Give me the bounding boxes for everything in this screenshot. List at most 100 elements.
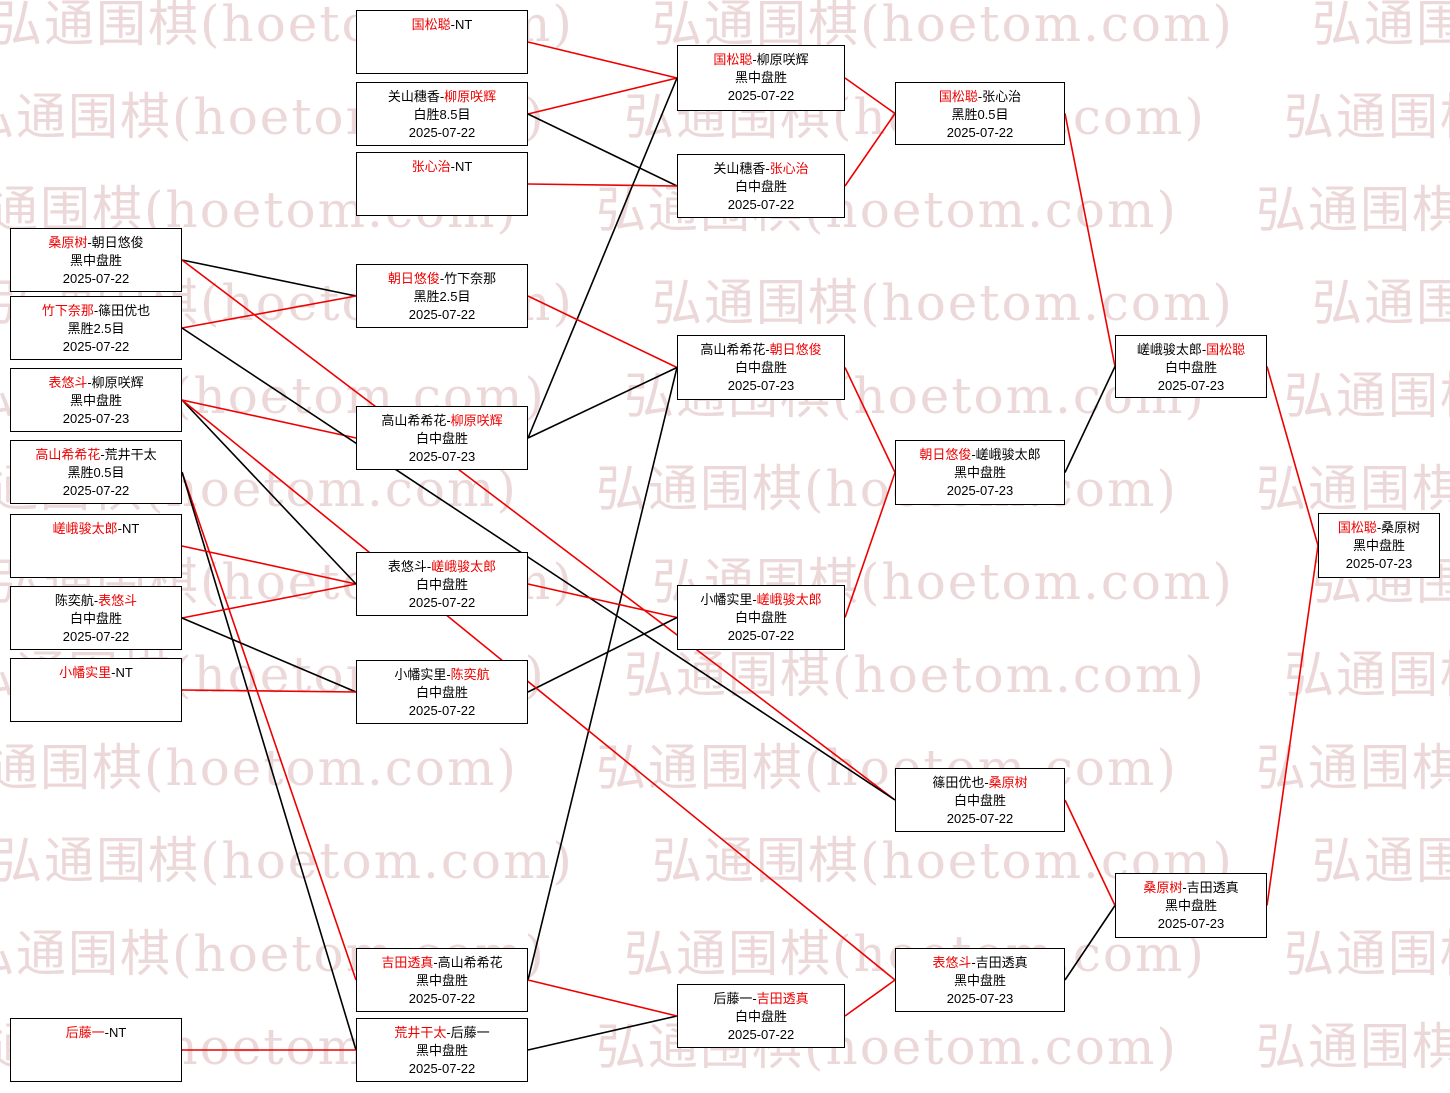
player-separator: -: [104, 1025, 109, 1040]
player-2-name: 张心治: [982, 89, 1022, 104]
player-1-name: 国松聪: [1337, 520, 1377, 535]
match-result: 白中盘胜: [69, 611, 122, 626]
match-date: 2025-07-23: [946, 991, 1014, 1006]
advance-line-C8-D3: [527, 367, 678, 981]
player-2-name: 桑原树: [1381, 520, 1421, 535]
player-2-name: 后藤一: [450, 1025, 490, 1040]
match-box-B7[interactable]: 小幡实里-NT: [10, 658, 182, 722]
match-box-C1[interactable]: 国松聪-NT: [356, 10, 528, 74]
player-separator: -: [446, 667, 451, 682]
player-separator: -: [93, 303, 99, 318]
player-separator: -: [984, 775, 989, 790]
match-result: 黑胜0.5目: [951, 107, 1009, 122]
player-2-name: NT: [115, 665, 133, 680]
player-2-name: 吉田透真: [756, 991, 809, 1006]
player-separator: -: [971, 447, 976, 462]
match-date: 2025-07-22: [408, 125, 476, 140]
player-separator: -: [752, 592, 757, 607]
match-players: 关山穗香-张心治: [678, 160, 844, 178]
player-2-name: 柳原咲辉: [450, 413, 503, 428]
advance-line-E4-F2: [1064, 905, 1116, 981]
player-separator: -: [752, 52, 757, 67]
match-date: 2025-07-22: [62, 483, 130, 498]
match-result: 白中盘胜: [1164, 360, 1217, 375]
player-separator: -: [450, 17, 455, 32]
advance-line-D5-E4: [844, 979, 896, 1017]
match-date: 2025-07-23: [62, 411, 130, 426]
player-separator: -: [93, 593, 99, 608]
advance-line-B1-E3: [181, 259, 896, 801]
match-date: 2025-07-22: [62, 271, 130, 286]
advance-line-E2-F1: [1064, 366, 1116, 473]
player-2-name: 嵯峨骏太郎: [975, 447, 1041, 462]
player-separator: -: [87, 375, 92, 390]
player-2-name: 吉田透真: [1186, 880, 1239, 895]
advance-line-B6-C7: [181, 617, 357, 693]
player-2-name: 朝日悠俊: [91, 235, 144, 250]
match-date: 2025-07-23: [1157, 378, 1225, 393]
player-1-name: 关山穗香: [387, 89, 440, 104]
advance-line-D2-E1: [844, 113, 896, 187]
player-separator: -: [1376, 520, 1382, 535]
match-players: 竹下奈那-篠田优也: [11, 302, 181, 320]
match-box-C3[interactable]: 张心治-NT: [356, 152, 528, 216]
match-date: 2025-07-22: [408, 595, 476, 610]
player-separator: -: [450, 159, 455, 174]
player-2-name: 表悠斗: [98, 593, 138, 608]
player-separator: -: [765, 161, 770, 176]
player-2-name: NT: [109, 1025, 127, 1040]
advance-line-B4-C9: [181, 471, 357, 1051]
match-players: 国松聪-张心治: [896, 88, 1064, 106]
advance-line-B7-C7: [181, 689, 357, 693]
match-result: 黑中盘胜: [69, 393, 122, 408]
player-2-name: 国松聪: [1206, 342, 1246, 357]
match-players: 高山希希花-荒井干太: [11, 446, 181, 464]
match-box-B8[interactable]: 后藤一-NT: [10, 1018, 182, 1082]
match-box-B5[interactable]: 嵯峨骏太郎-NT: [10, 514, 182, 578]
match-result: 黑中盘胜: [415, 973, 468, 988]
player-1-name: 嵯峨骏太郎: [52, 521, 118, 536]
match-result: 黑中盘胜: [1164, 898, 1217, 913]
match-date: 2025-07-23: [1157, 916, 1225, 931]
match-result: 白中盘胜: [415, 685, 468, 700]
player-2-name: 高山希希花: [437, 955, 503, 970]
match-date: 2025-07-22: [727, 1027, 795, 1042]
player-separator: -: [439, 271, 445, 286]
match-players: 嵯峨骏太郎-国松聪: [1116, 341, 1266, 359]
advance-line-F2-G1: [1266, 545, 1319, 906]
match-players: 篠田优也-桑原树: [896, 774, 1064, 792]
player-1-name: 陈奕航: [54, 593, 94, 608]
match-box-F1[interactable]: 嵯峨骏太郎-国松聪白中盘胜 2025-07-23: [1115, 335, 1267, 398]
match-result: 黑胜2.5目: [67, 321, 125, 336]
player-1-name: 高山希希花: [381, 413, 447, 428]
advance-line-C6-D4: [527, 583, 678, 619]
match-result: 黑中盘胜: [69, 253, 122, 268]
player-1-name: 竹下奈那: [41, 303, 94, 318]
player-1-name: 篠田优也: [932, 775, 985, 790]
